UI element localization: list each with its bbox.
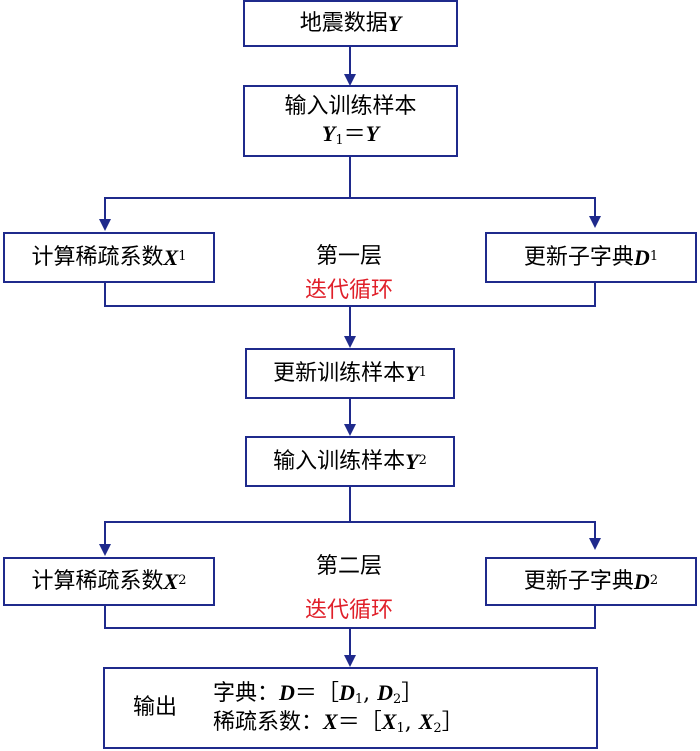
seismic-data-label: 地震数据 (299, 10, 388, 36)
output-dictionary-d1-sub: 1 (354, 691, 364, 707)
output-sparse-eq: ＝ (337, 710, 360, 735)
seismic-data-var: Y (387, 10, 402, 36)
split-line-2 (104, 521, 601, 550)
input-samples-2-sub: 2 (418, 453, 427, 469)
update-dict-1-label: 更新子字典 (523, 244, 634, 270)
output-sparse-comma: , (404, 710, 419, 735)
update-dict-1-var: D (633, 244, 650, 270)
calc-sparse-2-sub: 2 (178, 573, 187, 589)
input-samples-2-var: Y (405, 448, 419, 474)
update-samples-1-sub: 1 (418, 365, 427, 381)
layer-1-loop-label: 迭代循环 (305, 278, 394, 303)
input-samples-1-sub: 1 (335, 133, 344, 149)
input-samples-1-eq: ＝ (343, 122, 366, 148)
output-dictionary-comma: , (363, 680, 378, 706)
update-samples-1-label: 更新训练样本 (273, 360, 406, 386)
output-box: 输出 字典：D＝［D1, D2］ 稀疏系数：X＝［X1, X2］ (103, 667, 598, 749)
calc-sparse-1-var: X (163, 244, 179, 270)
output-sparse-var: X (323, 709, 338, 734)
calc-sparse-1-label: 计算稀疏系数 (31, 244, 164, 270)
output-sparse-x2: X (418, 709, 434, 734)
layer-2-loop-label: 迭代循环 (305, 598, 394, 623)
calc-sparse-1-sub: 1 (178, 249, 187, 265)
output-dictionary-var: D (279, 679, 295, 705)
output-dictionary-d2-sub: 2 (393, 691, 402, 707)
output-dictionary-d2: D (377, 679, 394, 705)
update-dict-2-var: D (633, 568, 650, 594)
output-dictionary-row: 字典：D＝［D1, D2］ (213, 679, 423, 708)
input-samples-1-label: 输入训练样本 (284, 93, 417, 119)
input-samples-2-label: 输入训练样本 (273, 448, 406, 474)
output-sparse-open: ［ (359, 710, 382, 735)
update-dict-2-label: 更新子字典 (523, 568, 634, 594)
input-samples-1-box: 输入训练样本 Y1＝Y (243, 85, 458, 157)
calc-sparse-2-label: 计算稀疏系数 (31, 568, 164, 594)
update-samples-1-var: Y (405, 360, 419, 386)
update-dict-1-sub: 1 (649, 249, 659, 265)
output-dictionary-d1: D (338, 679, 355, 705)
calc-sparse-2-var: X (163, 568, 179, 594)
layer-2-label: 第二层 (316, 554, 383, 579)
output-dictionary-open: ［ (316, 680, 339, 706)
output-dictionary-eq: ＝ (294, 680, 317, 706)
output-title: 输出 (133, 695, 178, 721)
input-samples-1-var2: Y (365, 121, 380, 147)
layer-1-label: 第一层 (316, 244, 383, 269)
output-dictionary-label: 字典： (213, 680, 280, 706)
output-sparse-close: ］ (441, 710, 464, 735)
output-sparse-x1-sub: 1 (396, 721, 405, 736)
input-samples-1-var: Y (321, 121, 336, 147)
output-sparse-x1: X (381, 709, 397, 734)
output-sparse-x2-sub: 2 (433, 721, 442, 736)
output-sparse-row: 稀疏系数：X＝［X1, X2］ (213, 708, 464, 737)
split-line-1 (104, 197, 601, 228)
output-dictionary-close: ］ (401, 680, 424, 706)
update-dict-2-sub: 2 (649, 573, 659, 589)
output-sparse-label: 稀疏系数： (213, 710, 324, 735)
